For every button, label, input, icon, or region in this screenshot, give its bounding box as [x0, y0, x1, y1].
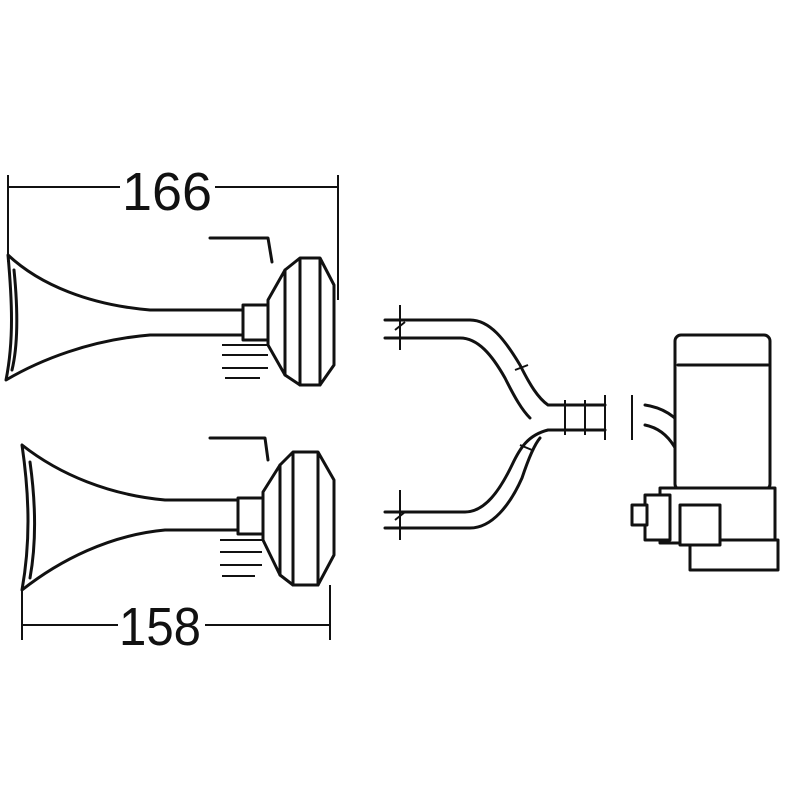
y-hose	[383, 305, 633, 540]
break-marks	[394, 305, 406, 540]
dimension-top: 166	[7, 162, 339, 300]
dimension-bottom: 158	[21, 585, 331, 657]
compressor-valve	[643, 493, 672, 542]
horn-wire	[208, 436, 270, 462]
hose-upper-inner	[383, 336, 532, 420]
hose-joints	[514, 364, 606, 451]
compressor-inlet	[630, 503, 649, 527]
top-horn	[4, 236, 336, 387]
horn-neck	[236, 496, 265, 536]
compressor-motor	[673, 333, 772, 492]
hose-lower-outer	[383, 428, 607, 514]
hose-lower-inner	[383, 436, 542, 530]
compressor-terminal-block	[678, 503, 722, 547]
horn-bell-rim	[10, 268, 19, 372]
dimension-label-158: 158	[119, 597, 201, 657]
horn-diaphragm-housing	[261, 450, 336, 587]
compressor	[630, 333, 780, 572]
hose-upper-outer	[383, 318, 607, 407]
dimension-label-166: 166	[122, 162, 212, 222]
bottom-horn	[20, 436, 336, 592]
horn-trumpet	[4, 253, 247, 382]
horn-terminals	[220, 539, 262, 577]
horn-wire	[208, 236, 274, 264]
horn-terminals	[222, 344, 268, 379]
horn-trumpet	[20, 443, 242, 592]
horn-neck	[241, 303, 270, 342]
horn-bell-rim	[28, 460, 36, 580]
